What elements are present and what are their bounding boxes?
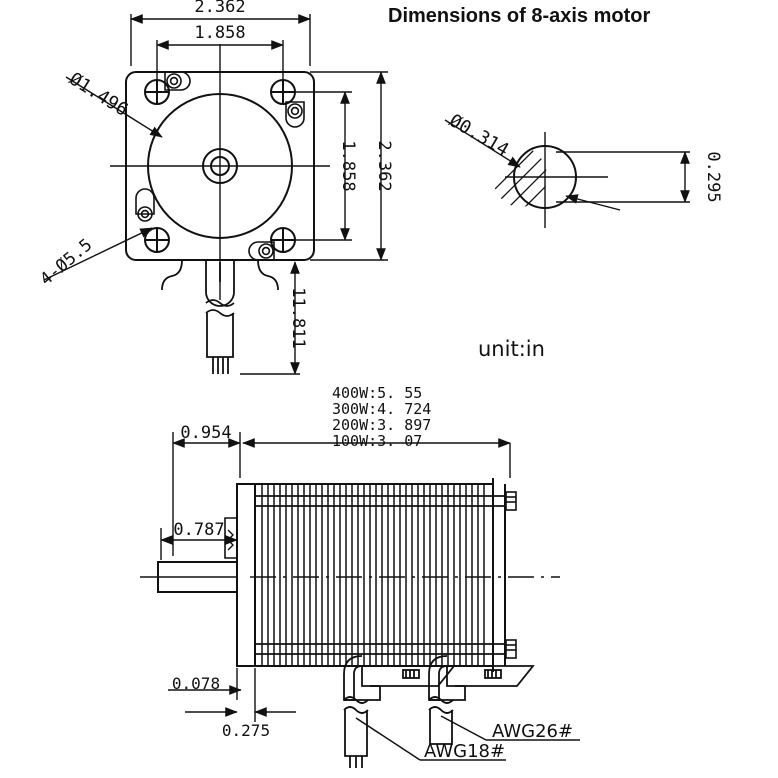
- length-300w: 300W:4. 724: [332, 400, 431, 418]
- length-400w: 400W:5. 55: [332, 384, 422, 402]
- cable-break-left: [343, 696, 369, 768]
- length-200w: 200W:3. 897: [332, 416, 431, 434]
- side-view: [140, 478, 560, 768]
- shaft-detail-view: [493, 132, 608, 228]
- lamination-lines: [261, 484, 485, 666]
- unit-note: unit:in: [478, 337, 545, 361]
- length-100w: 100W:3. 07: [332, 432, 422, 450]
- dim-shaft-length: 0.787: [173, 520, 224, 540]
- dim-shaft-flat: 0.295: [703, 151, 723, 202]
- shaft-dimensions: [444, 119, 690, 211]
- page-title: Dimensions of 8-axis motor: [388, 5, 650, 27]
- corner-bosses: [135, 71, 305, 261]
- dim-step-length: 0.275: [222, 721, 270, 740]
- cable-break-right: [428, 696, 454, 745]
- dim-outer-width: 2.362: [194, 0, 245, 17]
- rear-screws: [505, 491, 517, 659]
- label-awg18: AWG18#: [424, 741, 505, 762]
- dim-flange-thickness: 0.078: [172, 674, 220, 693]
- dim-bolt-height: 1.858: [338, 140, 358, 191]
- side-view-dimensions: [160, 432, 511, 722]
- motor-face-outline: [125, 71, 315, 261]
- stack-bands: [255, 495, 505, 655]
- cable-assembly: [161, 259, 279, 374]
- wire-callouts: [355, 715, 580, 761]
- dim-cable-length: 11.811: [288, 287, 308, 348]
- front-centerlines: [110, 44, 330, 300]
- label-awg26: AWG26#: [492, 721, 573, 742]
- dim-bolt-width: 1.858: [194, 23, 245, 43]
- dim-outer-height: 2.362: [374, 140, 394, 191]
- dim-flange-offset: 0.954: [180, 423, 231, 443]
- shaft-centerlines: [505, 132, 608, 228]
- front-view-dimensions: [43, 14, 388, 375]
- output-shaft: [157, 561, 238, 593]
